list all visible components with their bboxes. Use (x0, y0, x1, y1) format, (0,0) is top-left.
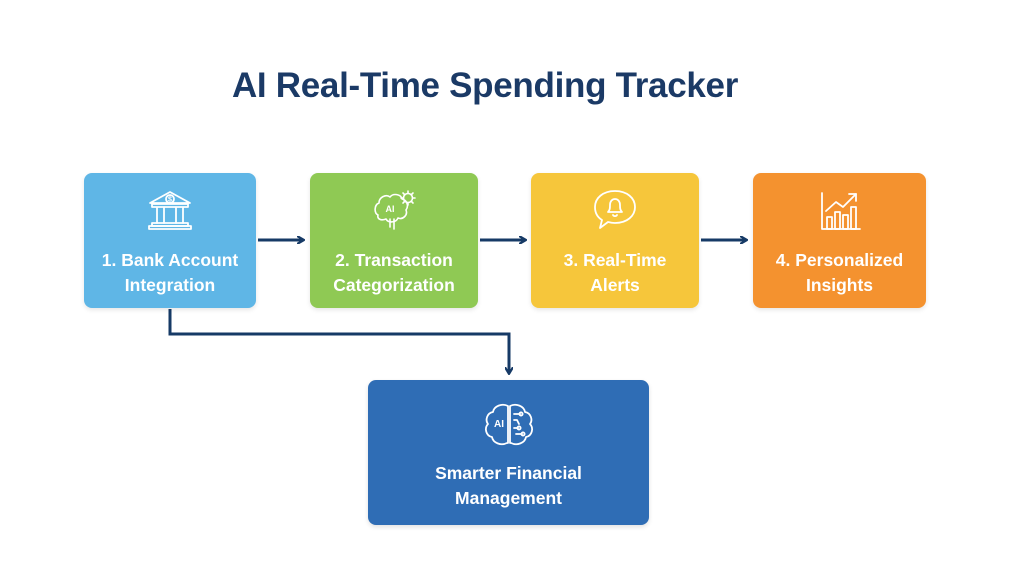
step-label: 1. Bank Account Integration (101, 250, 239, 295)
step-label: 3. Real-Time Alerts (563, 250, 667, 295)
ai-text: AI (386, 204, 395, 214)
outcome-smarter-financial-management: AI Smarter Financial Management (368, 380, 649, 525)
dollar-symbol: $ (168, 197, 172, 204)
arrow-step1-to-outcome (168, 309, 509, 373)
ai-text: AI (494, 419, 504, 430)
bank-icon: $ (144, 185, 196, 237)
step-personalized-insights: 4. Personalized Insights (753, 173, 926, 308)
diagram-title: AI Real-Time Spending Tracker (231, 66, 739, 105)
step-transaction-categorization: AI 2. Transaction Categorization (310, 173, 478, 308)
step-label: 2. Transaction Categorization (333, 250, 455, 295)
ai-brain-icon: AI (480, 400, 538, 452)
outcome-label: Smarter Financial Management (435, 463, 582, 508)
step-real-time-alerts: 3. Real-Time Alerts (531, 173, 699, 308)
step-bank-account-integration: $ 1. Bank Account Integration (84, 173, 256, 308)
growth-chart-icon (814, 185, 866, 237)
step-label: 4. Personalized Insights (775, 250, 904, 295)
bell-chat-icon (589, 185, 641, 237)
ai-brain-gear-icon: AI (368, 185, 420, 237)
